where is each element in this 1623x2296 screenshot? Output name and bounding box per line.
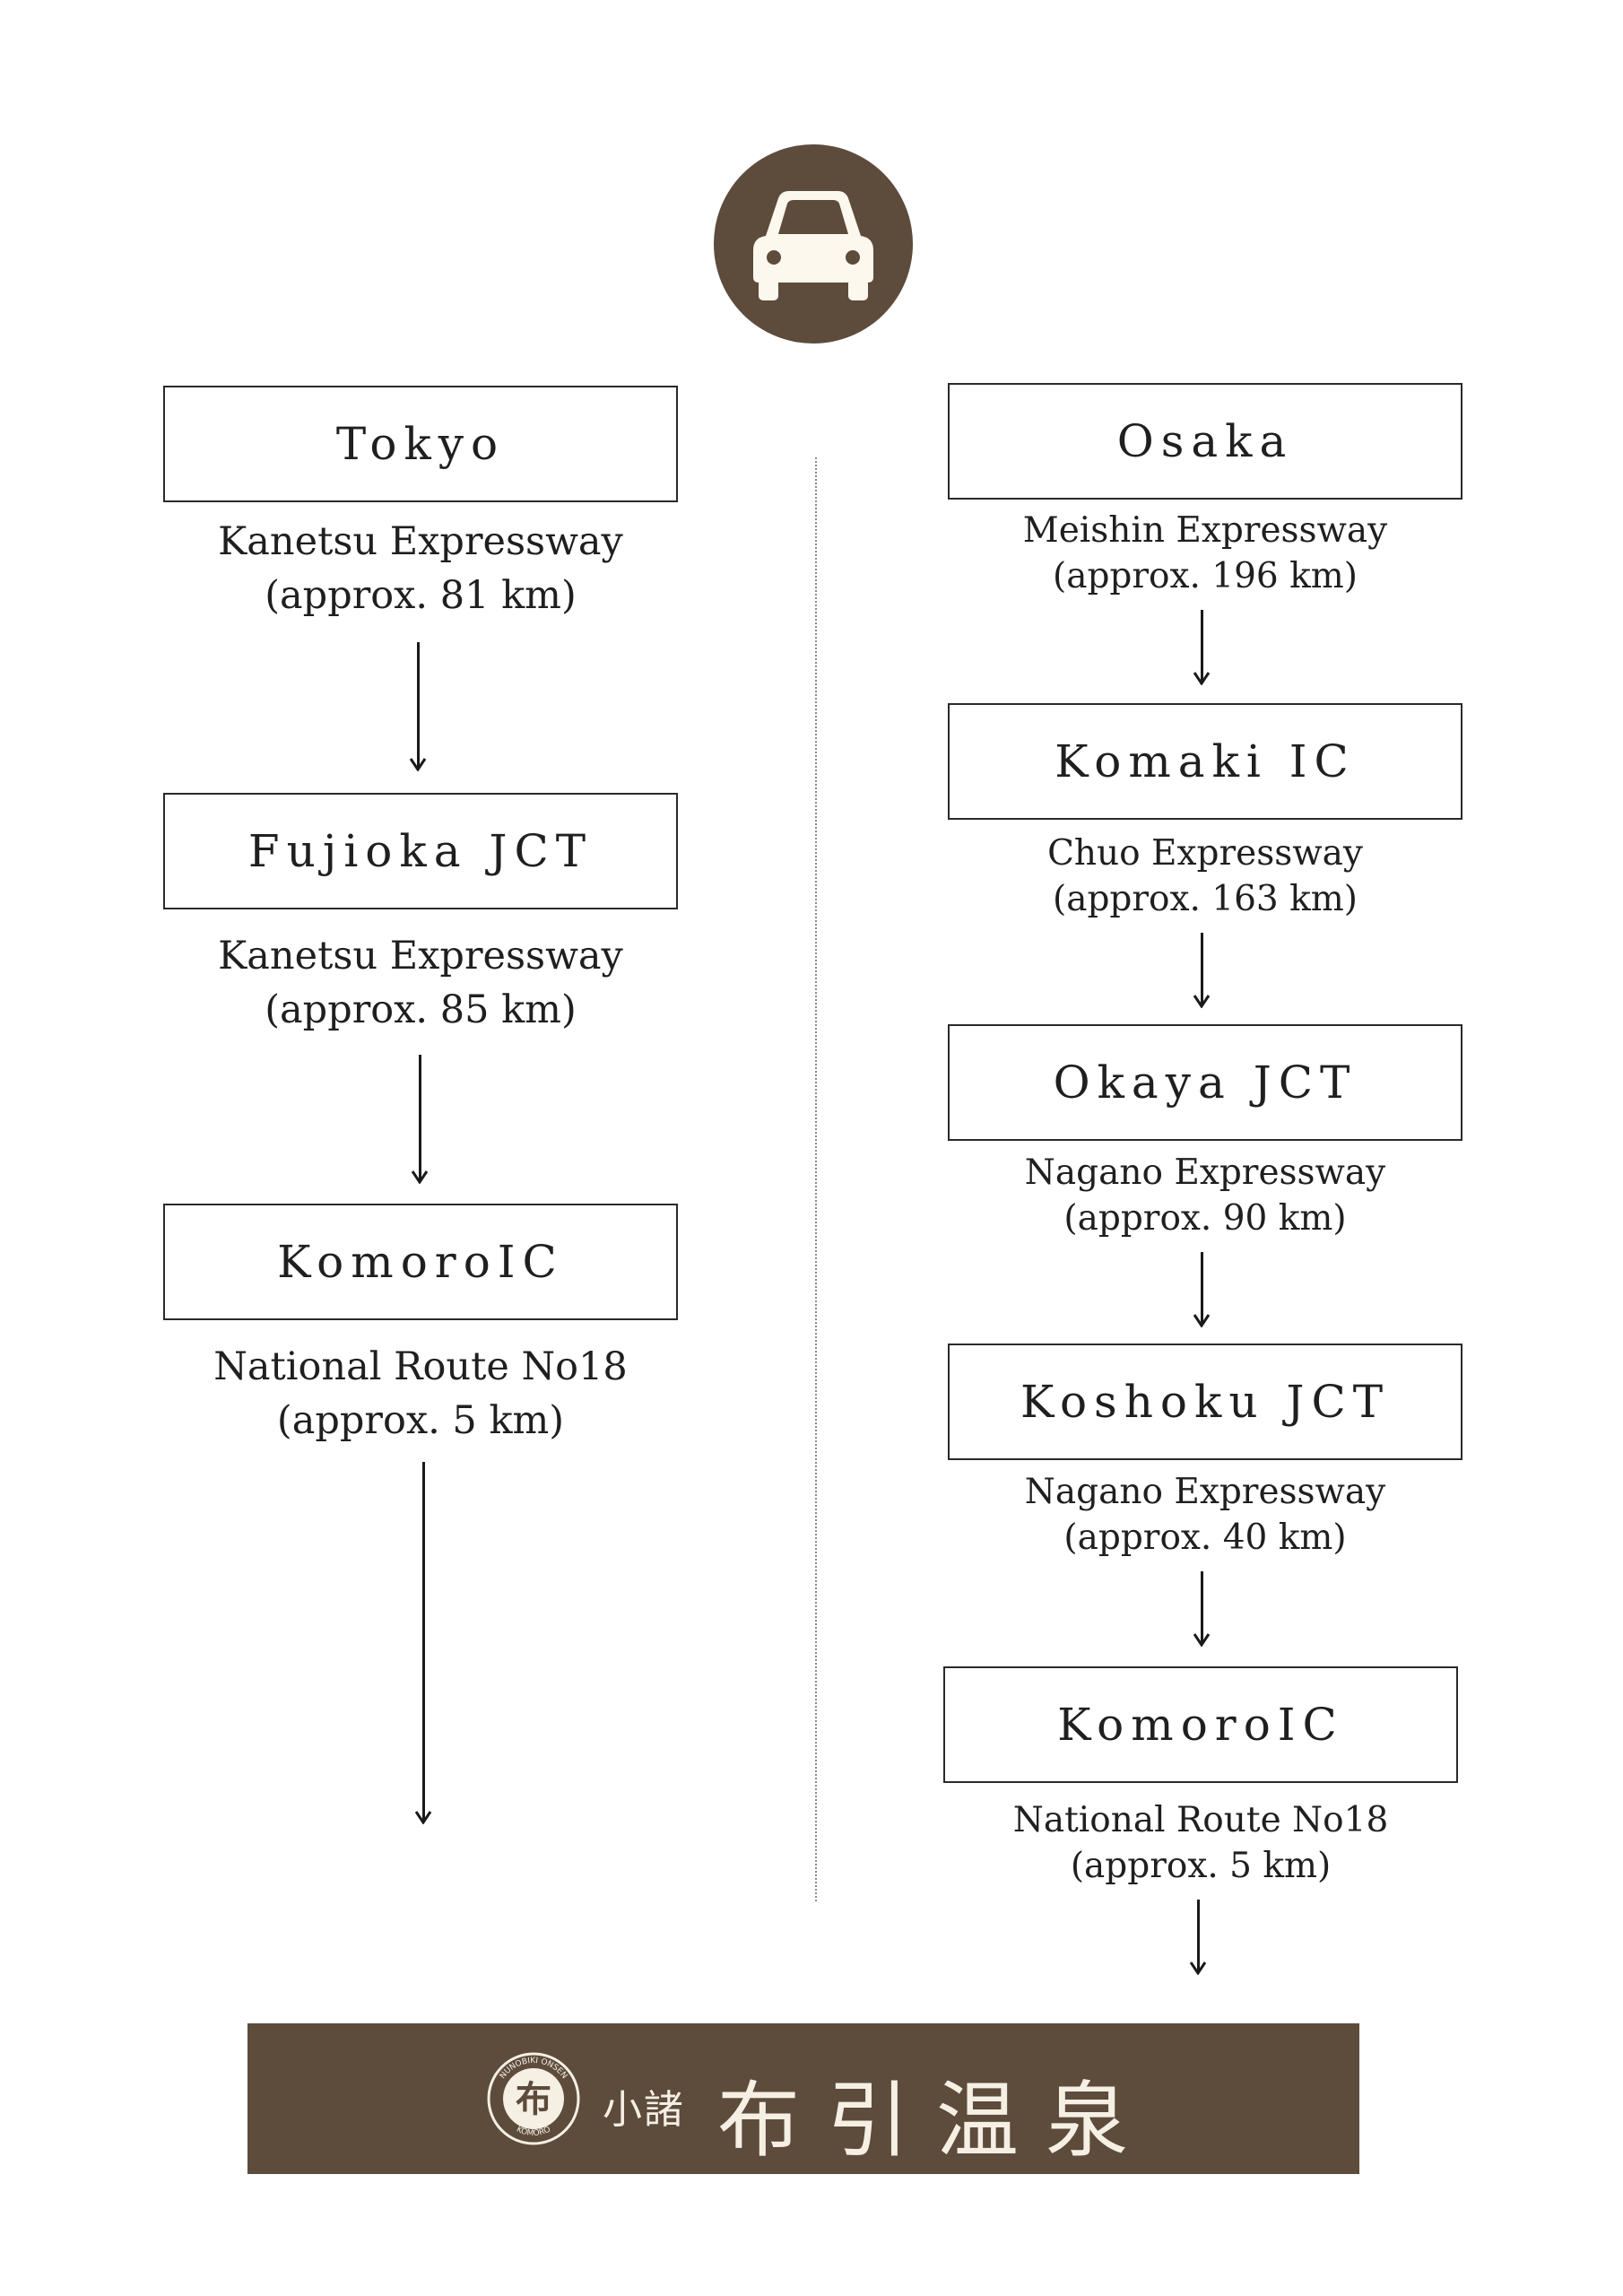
distance: (approx. 5 km): [276, 1398, 565, 1443]
emblem-ring-bottom: KOMORO: [515, 2125, 552, 2138]
car-icon: [753, 191, 873, 300]
road-name: National Route No18: [213, 1344, 628, 1389]
distance: (approx. 163 km): [1053, 879, 1358, 919]
segment-label: Nagano Expressway (approx. 40 km): [948, 1469, 1462, 1561]
segment-label: Kanetsu Expressway (approx. 81 km): [163, 515, 678, 622]
down-arrow: [1193, 1571, 1211, 1647]
road-name: Chuo Expressway: [1047, 833, 1363, 874]
distance: (approx. 40 km): [1063, 1518, 1347, 1558]
segment-label: National Route No18 (approx. 5 km): [163, 1340, 678, 1448]
distance: (approx. 85 km): [265, 987, 577, 1032]
route-node-osaka: Osaka: [948, 383, 1462, 500]
road-name: National Route No18: [1012, 1800, 1389, 1840]
column-divider: [815, 457, 817, 1901]
svg-text:KOMORO: KOMORO: [515, 2125, 552, 2138]
down-arrow: [414, 1462, 432, 1824]
route-node-tokyo: Tokyo: [163, 386, 678, 502]
segment-label: Meishin Expressway (approx. 196 km): [948, 508, 1462, 599]
segment-label: Chuo Expressway (approx. 163 km): [948, 831, 1462, 922]
distance: (approx. 196 km): [1053, 556, 1358, 596]
down-arrow: [1193, 610, 1211, 685]
down-arrow: [1193, 1252, 1211, 1327]
route-node-fujioka-jct: Fujioka JCT: [163, 793, 678, 909]
distance: (approx. 5 km): [1070, 1846, 1332, 1886]
distance: (approx. 90 km): [1063, 1198, 1347, 1239]
onsen-emblem-logo: 布 NUNOBIKI ONSEN KOMORO: [486, 2051, 581, 2146]
route-node-okaya-jct: Okaya JCT: [948, 1024, 1462, 1141]
route-node-komoro-ic: KomoroIC: [163, 1204, 678, 1320]
segment-label: Nagano Expressway (approx. 90 km): [948, 1150, 1462, 1241]
road-name: Kanetsu Expressway: [218, 519, 623, 564]
down-arrow: [409, 642, 427, 771]
down-arrow: [1189, 1900, 1207, 1975]
car-icon-circle: [714, 144, 913, 344]
emblem-char: 布: [516, 2078, 551, 2120]
down-arrow: [1193, 933, 1211, 1008]
segment-label: Kanetsu Expressway (approx. 85 km): [163, 929, 678, 1037]
destination-prefix: 小諸: [603, 2087, 685, 2133]
distance: (approx. 81 km): [265, 573, 577, 618]
down-arrow: [411, 1055, 429, 1184]
road-name: Nagano Expressway: [1024, 1472, 1386, 1512]
route-node-koshoku-jct: Koshoku JCT: [948, 1344, 1462, 1460]
destination-banner: 布 NUNOBIKI ONSEN KOMORO 小諸 布引温泉: [247, 2023, 1359, 2174]
road-name: Nagano Expressway: [1024, 1152, 1386, 1193]
segment-label: National Route No18 (approx. 5 km): [943, 1797, 1458, 1889]
route-node-komaki-ic: Komaki IC: [948, 703, 1462, 820]
destination-name: 布引温泉: [717, 2073, 1156, 2169]
road-name: Meishin Expressway: [1022, 510, 1388, 551]
road-name: Kanetsu Expressway: [218, 934, 623, 978]
route-node-komoro-ic: KomoroIC: [943, 1666, 1458, 1783]
